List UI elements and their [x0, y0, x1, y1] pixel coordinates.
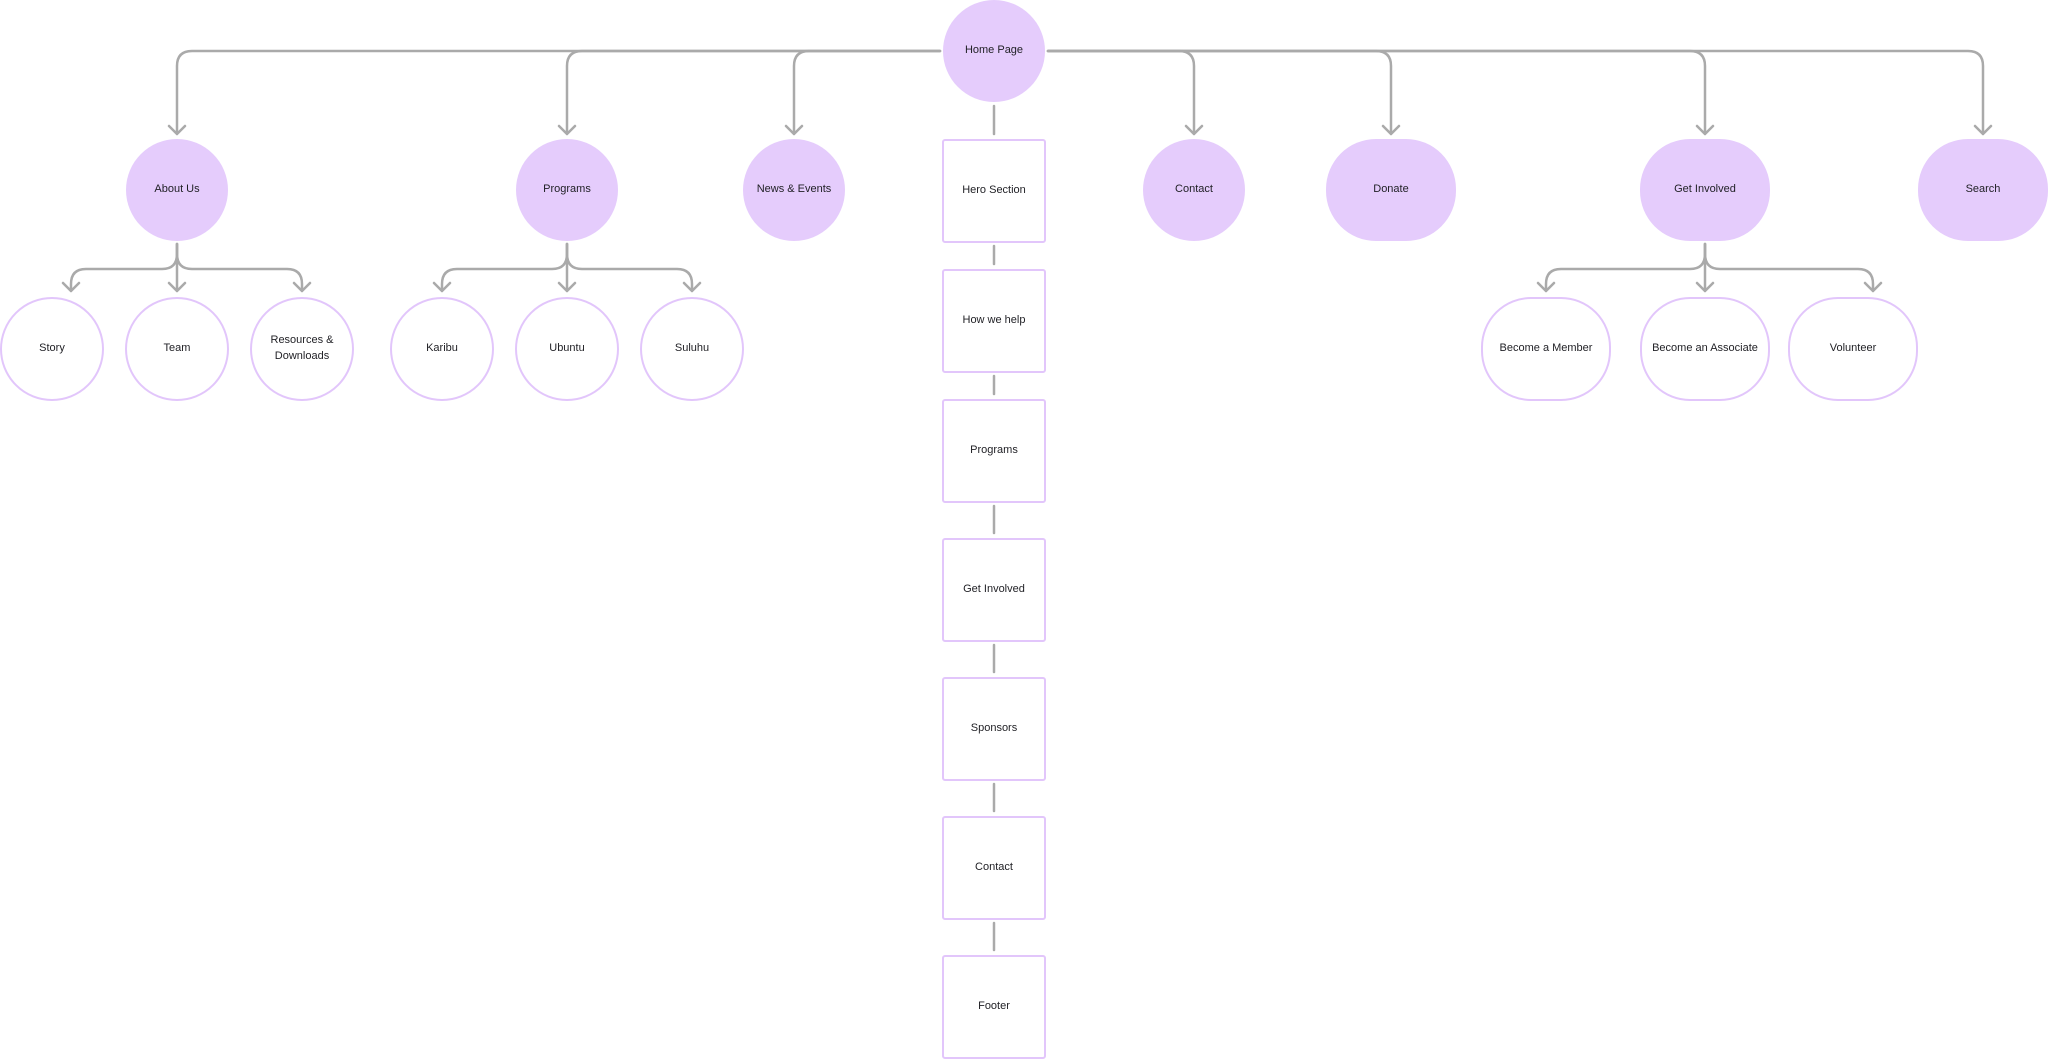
node-karibu[interactable]: Karibu	[390, 297, 494, 401]
connector-home-contact	[1046, 49, 1204, 136]
node-search[interactable]: Search	[1918, 139, 2048, 241]
node-suluhu[interactable]: Suluhu	[640, 297, 744, 401]
node-programs[interactable]: Programs	[516, 139, 618, 241]
section-how-we-help[interactable]: How we help	[942, 269, 1046, 373]
section-footer[interactable]: Footer	[942, 955, 1046, 1059]
node-team[interactable]: Team	[125, 297, 229, 401]
connector-about-resources	[175, 242, 312, 293]
section-hero[interactable]: Hero Section	[942, 139, 1046, 243]
connector-get-involved-volunteer	[1703, 242, 1883, 293]
connector-programs-suluhu	[565, 242, 702, 293]
connector-home-about	[167, 49, 942, 136]
node-contact[interactable]: Contact	[1143, 139, 1245, 241]
connector-home-news	[784, 49, 942, 136]
connector-home-get-involved	[1046, 49, 1715, 136]
node-home-page[interactable]: Home Page	[943, 0, 1045, 102]
section-programs[interactable]: Programs	[942, 399, 1046, 503]
section-get-involved[interactable]: Get Involved	[942, 538, 1046, 642]
section-sponsors[interactable]: Sponsors	[942, 677, 1046, 781]
connector-home-programs	[557, 49, 942, 136]
connector-home-donate	[1046, 49, 1401, 136]
connector-home-search	[1046, 49, 1993, 136]
node-become-member[interactable]: Become a Member	[1481, 297, 1611, 401]
node-become-associate[interactable]: Become an Associate	[1640, 297, 1770, 401]
node-news-events[interactable]: News & Events	[743, 139, 845, 241]
node-donate[interactable]: Donate	[1326, 139, 1456, 241]
node-volunteer[interactable]: Volunteer	[1788, 297, 1918, 401]
connector-get-involved-member	[1536, 242, 1707, 293]
node-ubuntu[interactable]: Ubuntu	[515, 297, 619, 401]
connector-programs-karibu	[432, 242, 569, 293]
node-get-involved[interactable]: Get Involved	[1640, 139, 1770, 241]
section-contact[interactable]: Contact	[942, 816, 1046, 920]
connector-about-story	[61, 242, 179, 293]
node-about-us[interactable]: About Us	[126, 139, 228, 241]
node-story[interactable]: Story	[0, 297, 104, 401]
node-resources-downloads[interactable]: Resources & Downloads	[250, 297, 354, 401]
